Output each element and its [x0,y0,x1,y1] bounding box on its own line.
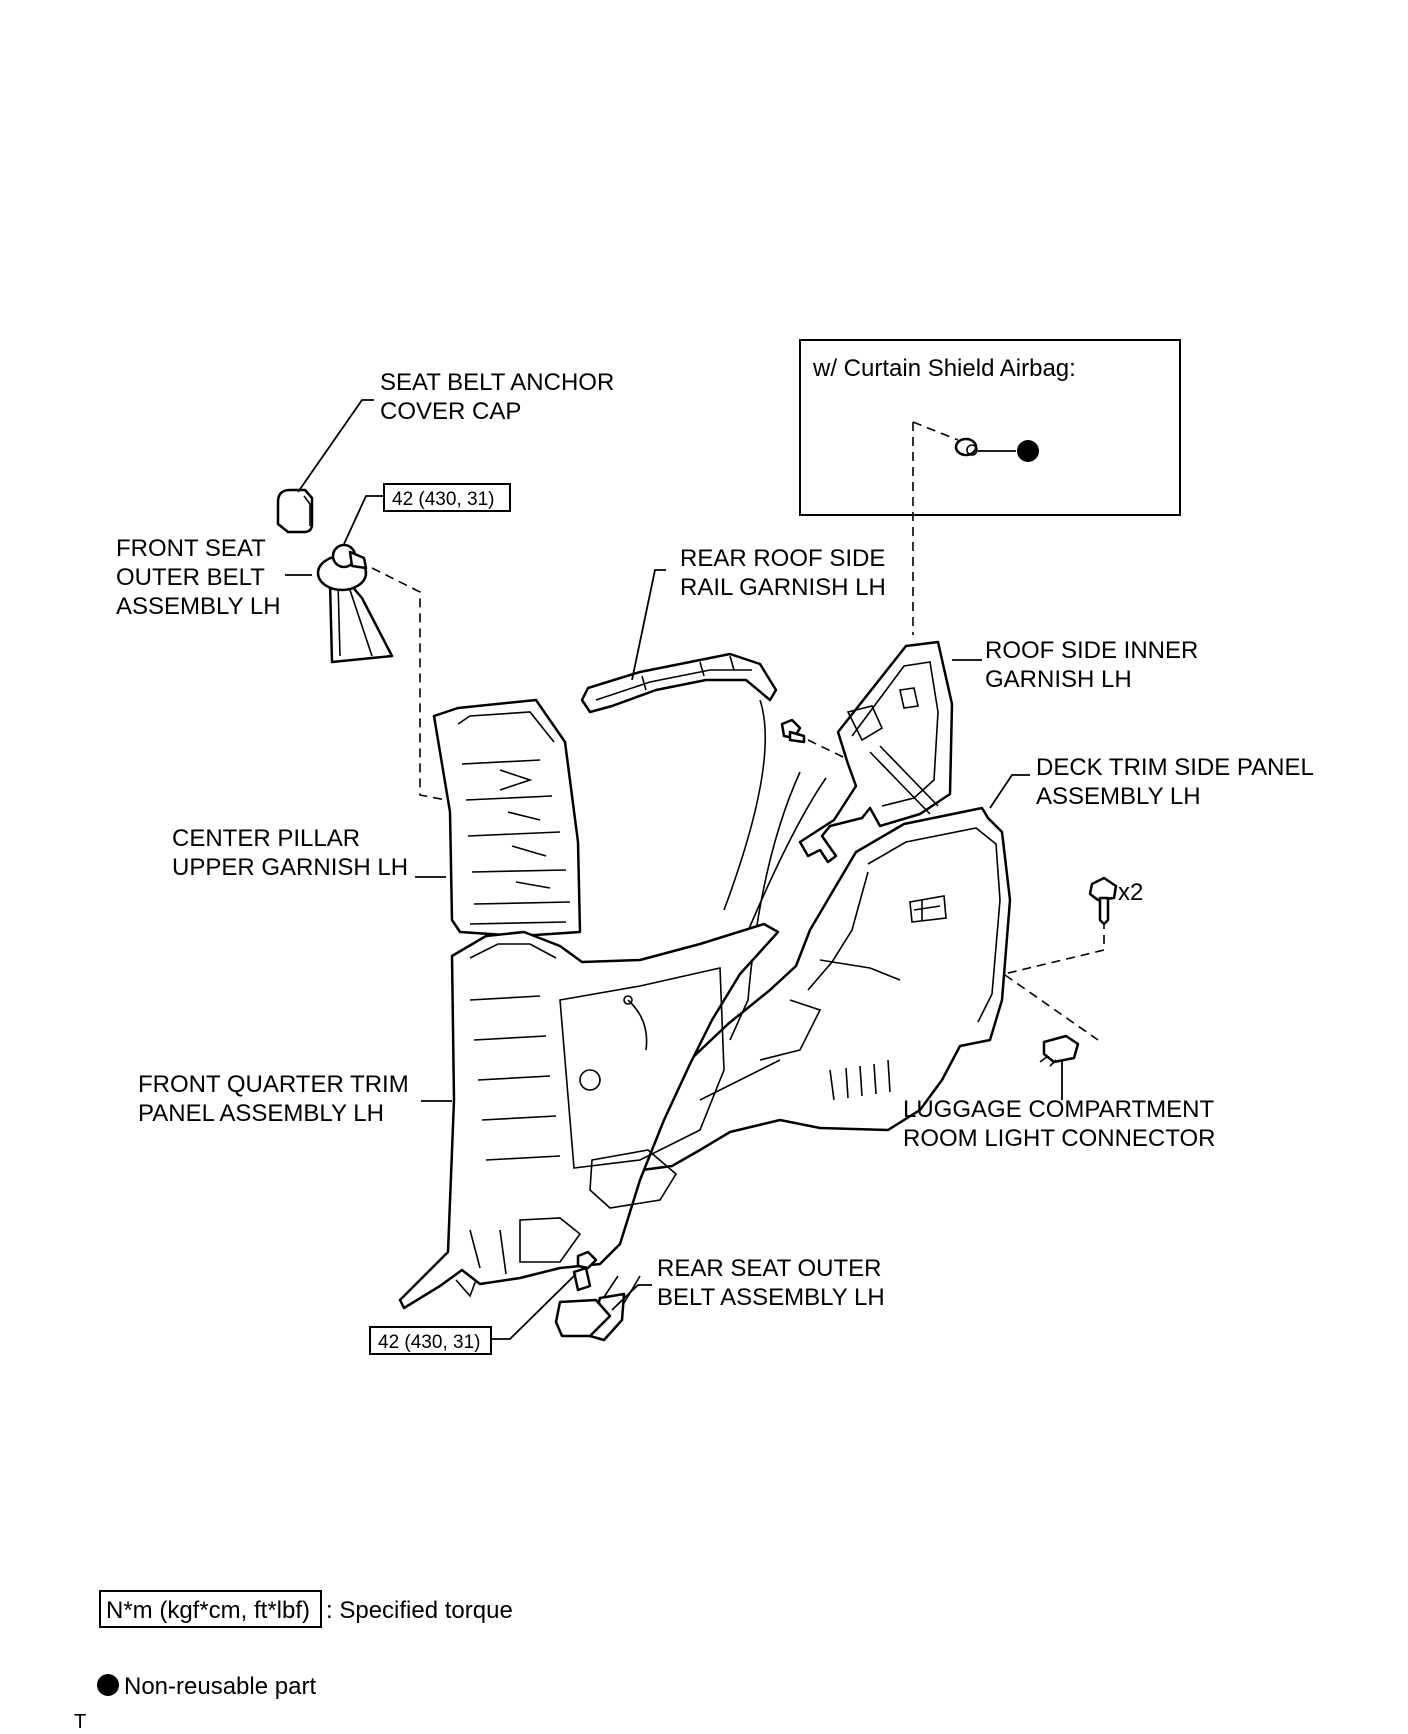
callout-rear-roof-side-rail-garnish: REAR ROOF SIDE RAIL GARNISH LH [680,545,886,601]
callout-front-quarter-trim-panel: FRONT QUARTER TRIM PANEL ASSEMBLY LH [138,1071,409,1127]
callout-luggage-compartment-light-connector: LUGGAGE COMPARTMENT ROOM LIGHT CONNECTOR [903,1096,1215,1152]
front-quarter-trim-panel [398,922,780,1310]
seat-belt-anchor-cover-cap [276,488,314,534]
label-line: ASSEMBLY LH [1036,783,1201,810]
callout-deck-trim-side-panel: DECK TRIM SIDE PANEL ASSEMBLY LH [1036,754,1314,810]
footer-mark: T [74,1711,86,1733]
label-line: ROOM LIGHT CONNECTOR [903,1125,1215,1152]
bolt-x2-icon [1088,876,1118,926]
legend: N*m (kgf*cm, ft*lbf) : Specified torque … [97,1590,513,1700]
front-seat-outer-belt-assembly [316,543,394,664]
legend-torque-unit: N*m (kgf*cm, ft*lbf) [106,1597,310,1624]
torque-spec-upper: 42 (430, 31) [383,483,511,512]
luggage-room-light-connector [1039,1034,1080,1067]
label-line: COVER CAP [380,398,521,425]
torque-value: 42 (430, 31) [378,1332,480,1353]
bolt-quantity: x2 [1118,879,1143,906]
label-line: CENTER PILLAR [172,825,360,852]
callout-roof-side-inner-garnish: ROOF SIDE INNER GARNISH LH [985,637,1198,693]
label-line: FRONT SEAT [116,535,266,562]
label-line: PANEL ASSEMBLY LH [138,1100,384,1127]
label-line: OUTER BELT [116,564,265,591]
callout-seat-belt-anchor-cover-cap: SEAT BELT ANCHOR COVER CAP [380,369,614,425]
label-line: LUGGAGE COMPARTMENT [903,1096,1214,1123]
label-line: BELT ASSEMBLY LH [657,1284,885,1311]
clip-icon [954,437,978,457]
rear-roof-side-rail-garnish [580,652,778,714]
label-line: ROOF SIDE INNER [985,637,1198,664]
label-line: UPPER GARNISH LH [172,854,408,881]
installation-lines [371,422,1105,1041]
legend-torque-text: : Specified torque [326,1597,513,1624]
label-line: FRONT QUARTER TRIM [138,1071,409,1098]
roof-side-inner-garnish [798,640,954,864]
inset-title: w/ Curtain Shield Airbag: [812,355,1076,382]
label-line: GARNISH LH [985,666,1132,693]
label-line: REAR SEAT OUTER [657,1255,881,1282]
torque-spec-lower: 42 (430, 31) [369,1326,492,1355]
callout-rear-seat-outer-belt: REAR SEAT OUTER BELT ASSEMBLY LH [657,1255,885,1311]
curtain-airbag-inset: w/ Curtain Shield Airbag: [799,339,1181,516]
non-reusable-legend-icon [97,1674,119,1696]
leader-lines [285,399,1063,1340]
torque-value: 42 (430, 31) [392,489,494,510]
label-line: SEAT BELT ANCHOR [380,369,614,396]
label-line: REAR ROOF SIDE [680,545,885,572]
label-line: DECK TRIM SIDE PANEL [1036,754,1314,781]
center-pillar-upper-garnish [432,698,582,938]
label-line: ASSEMBLY LH [116,593,281,620]
label-line: RAIL GARNISH LH [680,574,886,601]
callout-front-seat-outer-belt: FRONT SEAT OUTER BELT ASSEMBLY LH [116,535,281,620]
callout-center-pillar-upper-garnish: CENTER PILLAR UPPER GARNISH LH [172,825,408,881]
legend-nonreusable-text: Non-reusable part [124,1673,316,1700]
deck-trim-side-panel [630,699,1012,1172]
non-reusable-mark-icon [1017,440,1039,462]
clip-screw [780,718,806,744]
